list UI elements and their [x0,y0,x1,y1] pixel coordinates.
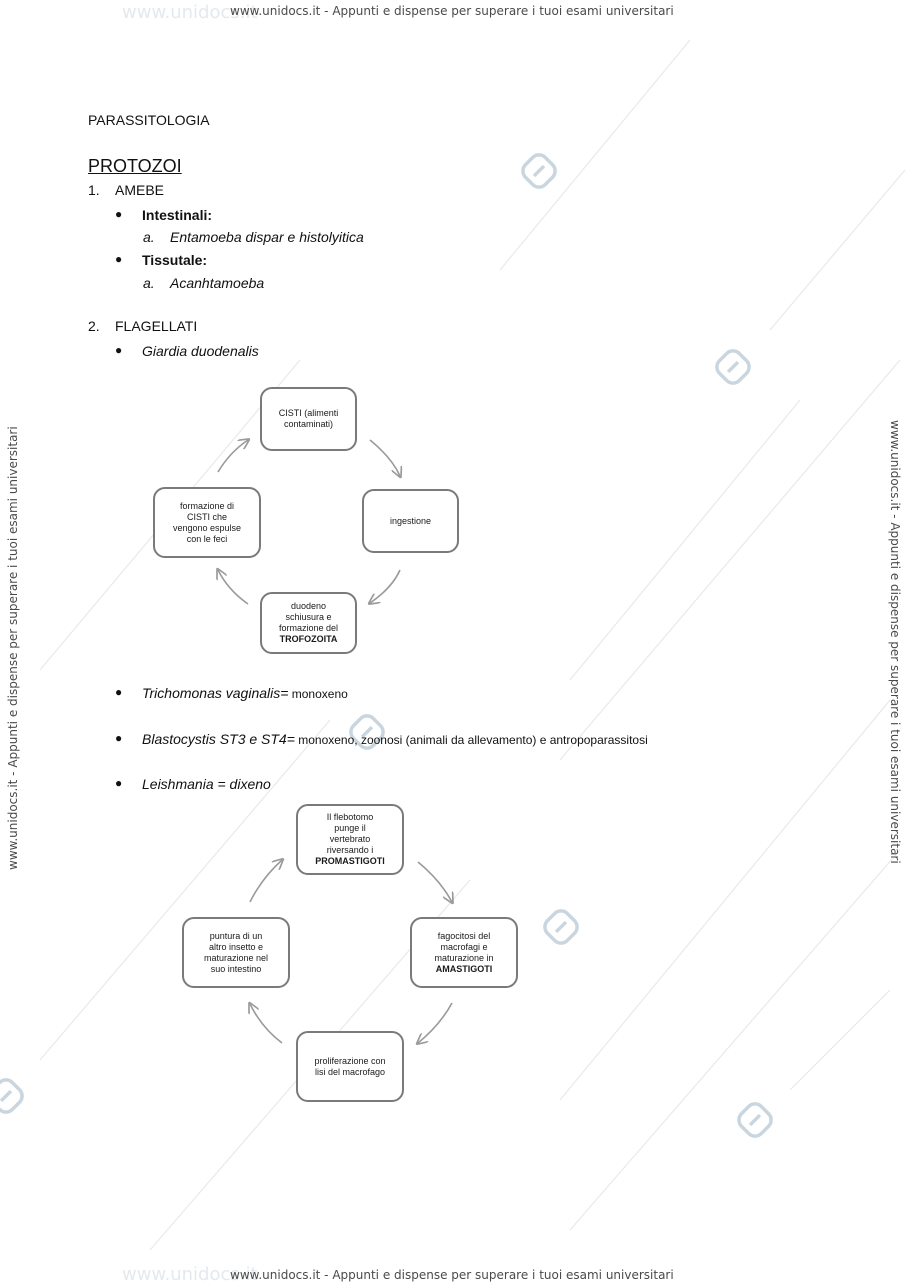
watermark-faint-bottom-left: www.unidocs.it [122,1264,258,1285]
logo-icon [543,909,579,945]
list-label: FLAGELLATI [115,318,198,334]
list-label: AMEBE [115,182,165,198]
giardia-box-ingestione: ingestione [362,489,459,553]
watermark-top: www.unidocs.it - Appunti e dispense per … [230,4,674,18]
watermark-faint-top-left: www.unidocs.it [122,2,258,23]
bullet-text: Leishmania = dixeno [142,776,271,792]
bullet-text: Intestinali: [142,207,213,223]
sub-text: Entamoeba dispar e histolyitica [170,229,364,245]
logo-icon [521,153,557,189]
watermark-bottom: www.unidocs.it - Appunti e dispense per … [230,1268,674,1282]
bullet-icon: ● [115,685,123,699]
section-heading: PROTOZOI [88,156,182,176]
sub-number: a. [143,229,155,245]
bullet-icon: ● [115,343,123,357]
bullet-icon: ● [115,776,123,790]
bullet-text: Giardia duodenalis [142,343,259,359]
logo-icon [737,1102,773,1138]
bullet-icon: ● [115,207,123,221]
watermark-left: www.unidocs.it - Appunti e dispense per … [6,426,20,870]
logo-icon [715,349,751,385]
watermark-right: www.unidocs.it - Appunti e dispense per … [888,420,902,864]
sub-text: Acanhtamoeba [170,275,265,291]
list-number: 1. [88,182,100,198]
logo-icon [349,714,385,750]
list-number: 2. [88,318,100,334]
document-title: PARASSITOLOGIA [88,112,210,128]
bullet-icon: ● [115,252,123,266]
bullet-icon: ● [115,731,123,745]
sub-number: a. [143,275,155,291]
bullet-text: Tissutale: [142,252,208,268]
logo-icon [0,1078,24,1114]
